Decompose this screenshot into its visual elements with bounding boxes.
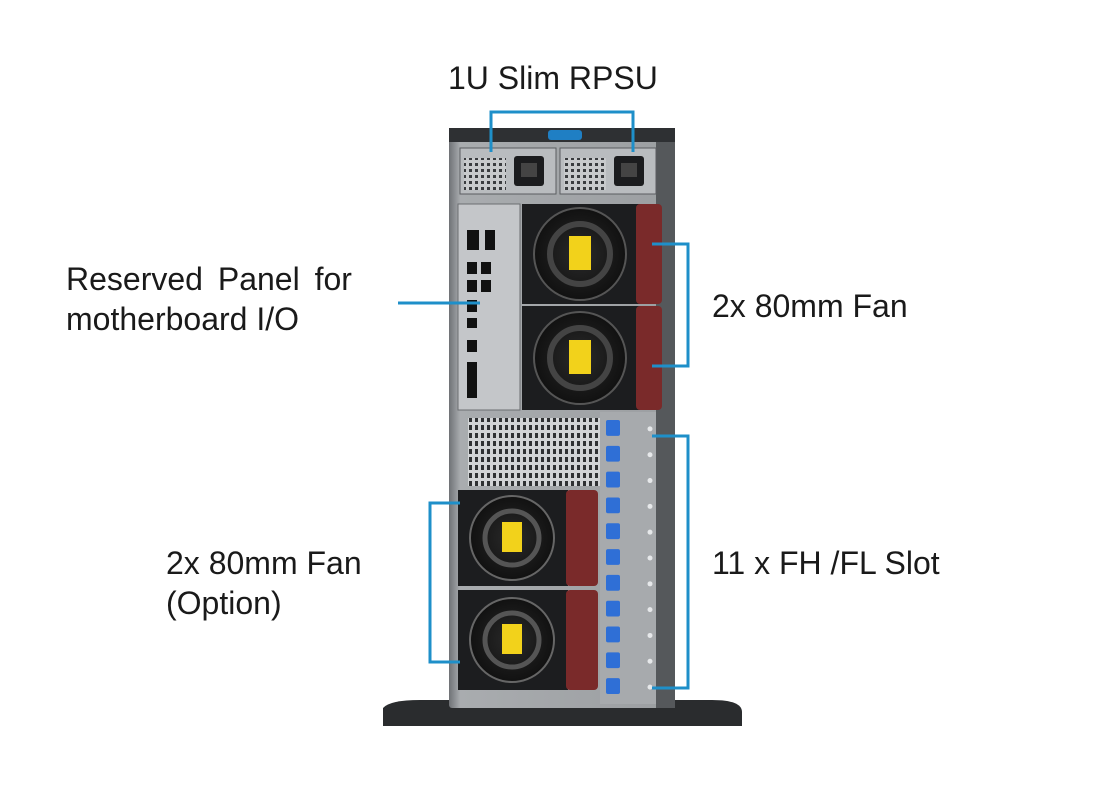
callout-line-fan-bottom [428,501,460,664]
bottom-fan-2 [458,590,598,690]
top-fan-1 [522,204,662,304]
callout-line-fan-top [652,242,690,368]
slot-vent-area [468,418,600,486]
slot-clip[interactable] [606,600,620,617]
expansion-slot-clips [600,412,656,704]
io-panel-label-line1: Reserved Panel for [66,261,352,297]
io-panel [457,203,521,411]
bottom-fan-label-line1: 2x 80mm Fan [166,545,362,581]
slot-clip[interactable] [606,471,620,488]
io-panel-label: Reserved Panel for motherboard I/O [66,259,352,339]
rpsu-label: 1U Slim RPSU [448,60,658,96]
bottom-fan-label: 2x 80mm Fan (Option) [166,543,362,623]
slot-clip[interactable] [606,420,620,436]
slot-screw [647,478,653,484]
slots-label: 11 x FH /FL Slot [712,545,940,581]
top-fan-label: 2x 80mm Fan [712,288,908,324]
callout-lines [398,110,690,690]
slot-screw [647,607,653,613]
top-fan-2 [522,306,662,410]
slot-screw [647,581,653,587]
slot-screw [647,684,653,690]
slot-clip[interactable] [606,652,620,669]
slot-clip[interactable] [606,678,620,694]
bottom-fan-label-line2: (Option) [166,585,282,621]
slot-clip[interactable] [606,497,620,514]
slot-screw [647,452,653,458]
slot-screw [647,503,653,509]
slot-screw [647,555,653,561]
psu-module-1 [459,147,557,195]
slot-clip[interactable] [606,549,620,565]
psu-module-2 [559,147,657,195]
io-panel-label-line2: motherboard I/O [66,301,299,337]
slot-screw [647,529,653,535]
slot-screw [647,658,653,664]
slot-screw [647,632,653,638]
callout-line-rpsu [489,110,635,152]
slot-clip[interactable] [606,445,620,462]
bottom-fan-1 [458,490,598,586]
top-release-button [548,130,582,140]
slot-clip[interactable] [606,626,620,643]
slot-clip[interactable] [606,574,620,591]
callout-line-slots [652,434,690,690]
slot-screw [647,426,653,432]
slot-clip[interactable] [606,523,620,540]
